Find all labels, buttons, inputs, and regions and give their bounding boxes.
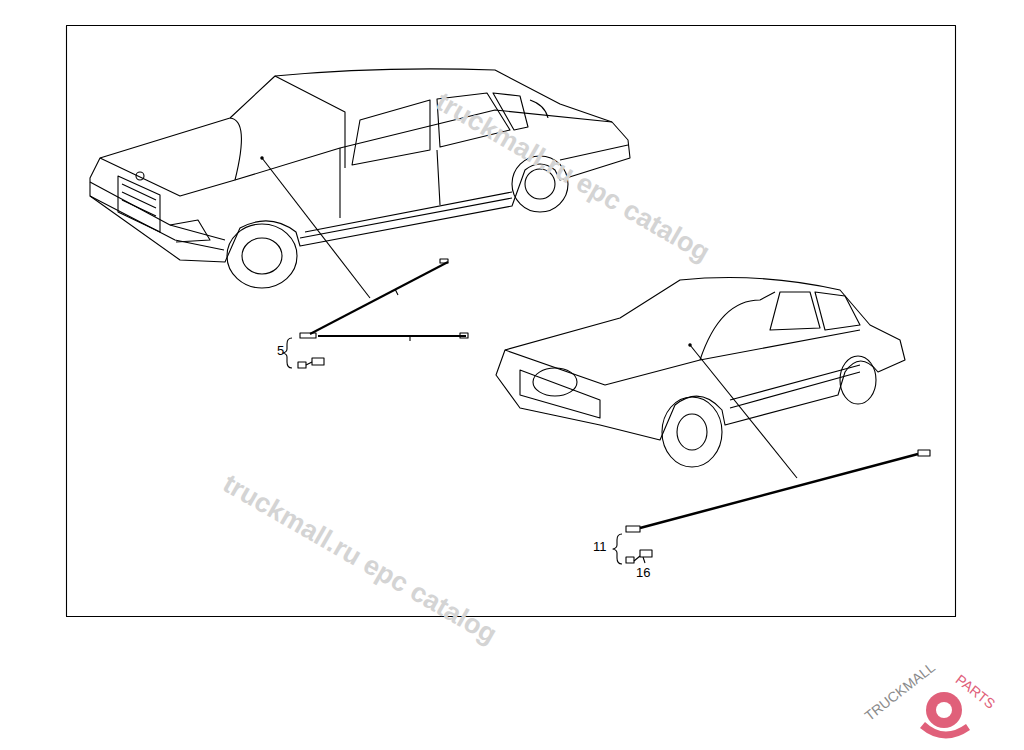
callout-number: 16: [636, 566, 650, 579]
logo-text: PARTS: [953, 672, 997, 711]
coupe-cable: [613, 345, 930, 564]
frame: [67, 26, 956, 617]
logo-gear: [920, 692, 970, 739]
watermark: truckmall.ru epc catalog: [219, 470, 501, 649]
watermark: truckmall.ru epc catalog: [432, 88, 714, 267]
sedan-cable: [262, 158, 468, 368]
callout-number: 5: [277, 344, 284, 357]
coupe-car: [496, 278, 905, 467]
callout-number: 11: [593, 540, 607, 553]
logo-text: TRUCKMALL: [862, 660, 937, 723]
